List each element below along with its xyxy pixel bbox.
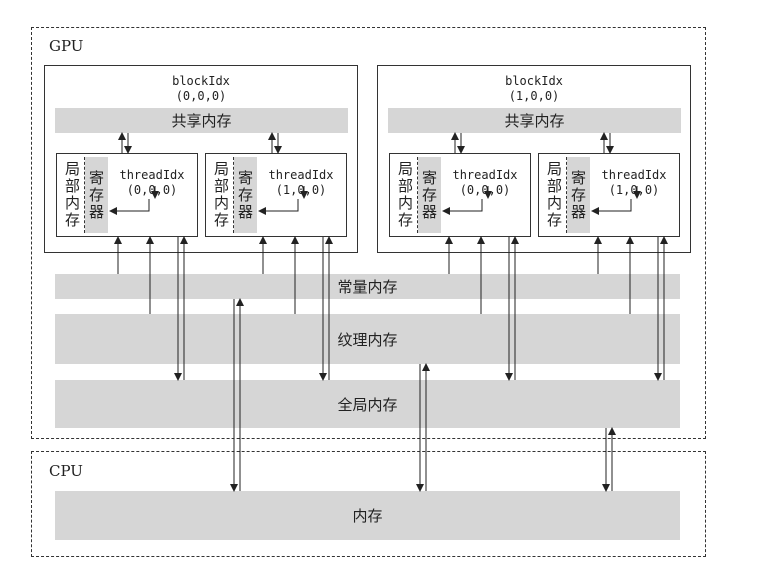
block-1-thread-0 — [389, 153, 531, 237]
block-1-thread-0-title: threadIdx(0,0,0) — [452, 168, 518, 197]
block-1-thread-0-separator — [394, 157, 418, 233]
global-memory: 全局内存 — [55, 380, 680, 428]
block-1-thread-1-separator — [543, 157, 567, 233]
gpu-label: GPU — [49, 37, 84, 55]
block-1-thread-1-title: threadIdx(1,0,0) — [601, 168, 667, 197]
register-write-arrow-3 — [591, 199, 632, 215]
block-1-shared-memory: 共享内存 — [388, 108, 681, 133]
block-0-thread-1-registers: 寄存器 — [234, 157, 257, 233]
cpu-label: CPU — [49, 462, 83, 480]
register-write-arrow-2 — [442, 199, 483, 215]
block-0-title: blockIdx(0,0,0) — [172, 74, 230, 103]
cpu-region — [31, 451, 706, 557]
constant-memory: 常量内存 — [55, 274, 680, 299]
texture-memory: 纹理内存 — [55, 314, 680, 364]
block-1-title: blockIdx(1,0,0) — [505, 74, 563, 103]
block-1-thread-0-registers: 寄存器 — [418, 157, 441, 233]
block-0-thread-1-title: threadIdx(1,0,0) — [268, 168, 334, 197]
register-write-arrow-0 — [109, 199, 150, 215]
block-1-thread-0-local-memory: 局部内存 — [397, 160, 413, 229]
host-memory: 内存 — [55, 491, 680, 540]
block-1-thread-1-local-memory: 局部内存 — [546, 160, 562, 229]
block-0-thread-1 — [205, 153, 347, 237]
block-0-thread-0-separator — [61, 157, 85, 233]
block-0-thread-0-registers: 寄存器 — [85, 157, 108, 233]
block-0-thread-1-separator — [210, 157, 234, 233]
block-0-thread-0-title: threadIdx(0,0,0) — [119, 168, 185, 197]
block-1-thread-1 — [538, 153, 680, 237]
block-0-thread-1-local-memory: 局部内存 — [213, 160, 229, 229]
block-1-thread-1-registers: 寄存器 — [567, 157, 590, 233]
block-0-thread-0-local-memory: 局部内存 — [64, 160, 80, 229]
gpu-region — [31, 27, 706, 439]
register-write-arrow-1 — [258, 199, 299, 215]
block-0-shared-memory: 共享内存 — [55, 108, 348, 133]
